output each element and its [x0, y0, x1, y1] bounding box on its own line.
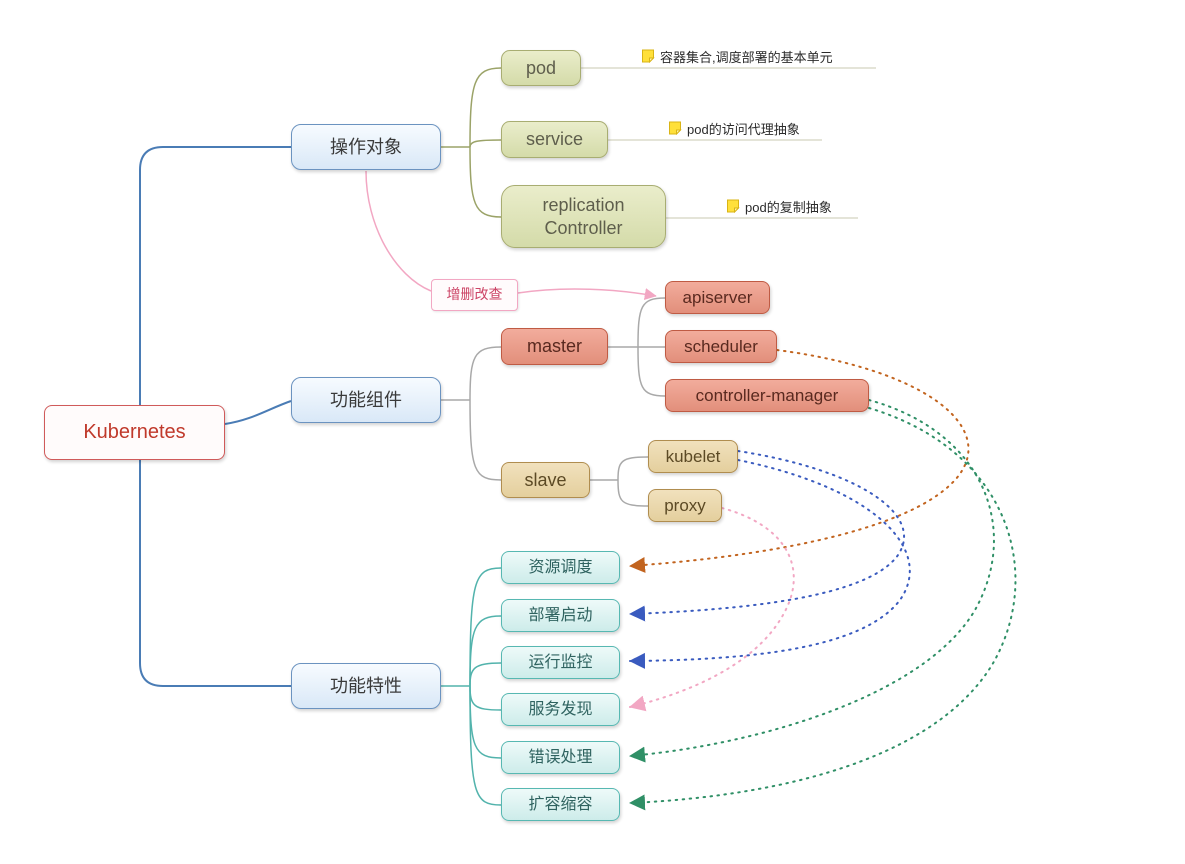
arc-scheduler-scheduling	[629, 349, 970, 573]
branch-operation-objects[interactable]: 操作对象	[291, 124, 441, 170]
relation-label-crud[interactable]: 增删改查	[431, 279, 518, 311]
node-feature-scheduling[interactable]: 资源调度	[501, 551, 620, 584]
connector-objects-children	[441, 67, 502, 218]
arc-kubelet-deploy	[629, 450, 905, 622]
node-scheduler[interactable]: scheduler	[665, 330, 777, 363]
note-text: pod的访问代理抽象	[687, 121, 800, 137]
branch-functional-components[interactable]: 功能组件	[291, 377, 441, 423]
root-node-kubernetes[interactable]: Kubernetes	[44, 405, 225, 460]
note-pod: 容器集合,调度部署的基本单元	[641, 47, 833, 65]
node-apiserver[interactable]: apiserver	[665, 281, 770, 314]
note-text: 容器集合,调度部署的基本单元	[660, 49, 833, 65]
node-proxy[interactable]: proxy	[648, 489, 722, 522]
node-kubelet[interactable]: kubelet	[648, 440, 738, 473]
note-icon[interactable]	[641, 49, 655, 63]
branch-functional-features[interactable]: 功能特性	[291, 663, 441, 709]
node-service[interactable]: service	[501, 121, 608, 158]
note-service: pod的访问代理抽象	[668, 119, 800, 137]
node-feature-discovery[interactable]: 服务发现	[501, 693, 620, 726]
node-master[interactable]: master	[501, 328, 608, 365]
note-icon[interactable]	[726, 199, 740, 213]
arc-cm-scaling	[629, 407, 1017, 811]
node-pod[interactable]: pod	[501, 50, 581, 86]
connector-crud	[365, 170, 657, 300]
note-icon[interactable]	[668, 121, 682, 135]
note-text: pod的复制抽象	[745, 199, 832, 215]
connector-features-children	[441, 567, 502, 806]
node-feature-errors[interactable]: 错误处理	[501, 741, 620, 774]
arc-kubelet-monitor	[629, 459, 911, 669]
node-controller-manager[interactable]: controller-manager	[665, 379, 869, 412]
node-feature-scaling[interactable]: 扩容缩容	[501, 788, 620, 821]
node-feature-monitor[interactable]: 运行监控	[501, 646, 620, 679]
arc-proxy-discovery	[629, 507, 795, 712]
arc-cm-errors	[629, 399, 995, 763]
note-replication-controller: pod的复制抽象	[726, 197, 832, 215]
note-leader-lines	[581, 67, 876, 219]
connector-components-children	[441, 297, 666, 507]
node-feature-deploy[interactable]: 部署启动	[501, 599, 620, 632]
node-slave[interactable]: slave	[501, 462, 590, 498]
node-replication-controller[interactable]: replication Controller	[501, 185, 666, 248]
connector-root-branches	[139, 146, 292, 687]
